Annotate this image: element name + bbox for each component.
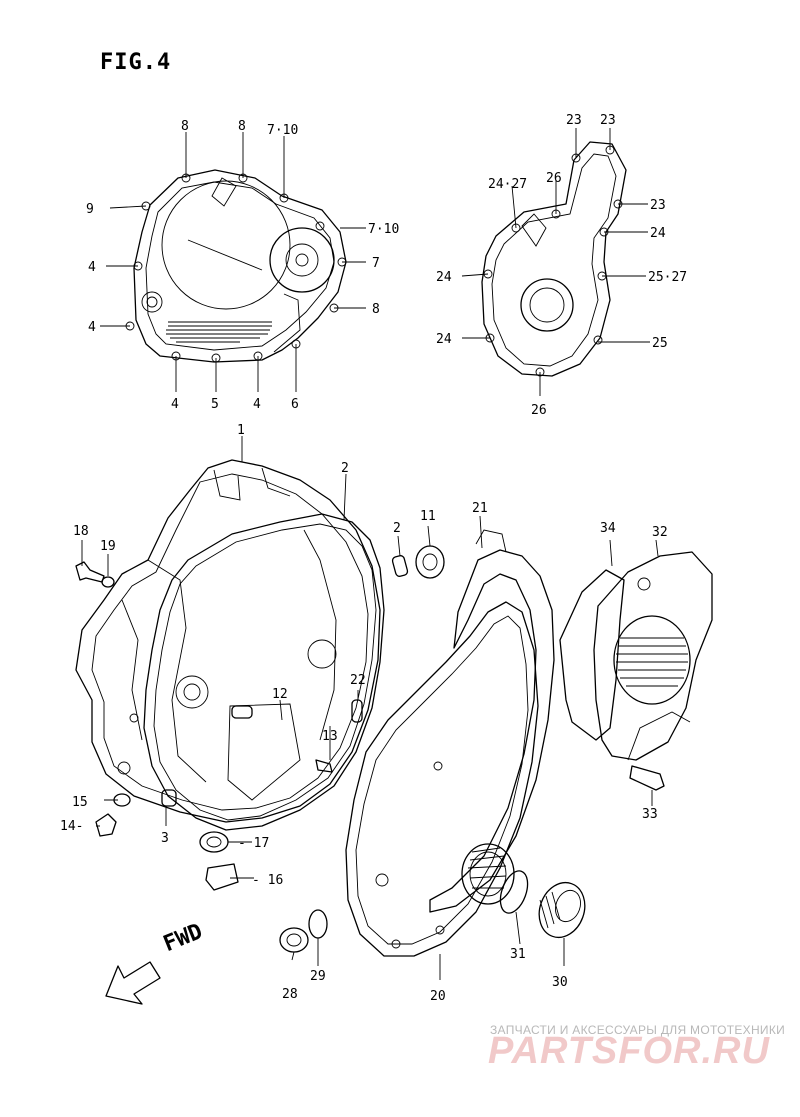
callout-labels: 8 8 7·10 9 7·10 4 7 8 4 4 5 4 6 23 23 24… — [60, 113, 687, 1004]
callout-9: 9 — [86, 202, 94, 217]
callout-2: 2 — [341, 461, 349, 476]
callout-5: 5 — [211, 397, 219, 412]
watermark-tagline: ЗАПЧАСТИ И АКСЕССУАРЫ ДЛЯ МОТОТЕХНИКИ — [490, 1023, 786, 1037]
callout-6: 6 — [291, 397, 299, 412]
callout-23: 23 — [566, 113, 582, 128]
callout-7-10: 7·10 — [368, 222, 399, 237]
callout-26: 26 — [531, 403, 547, 418]
callout-24: 24 — [650, 226, 666, 241]
callout-33: 33 — [642, 807, 658, 822]
callout-4: 4 — [88, 260, 96, 275]
plug-and-oring — [499, 870, 586, 939]
callout-31: 31 — [510, 947, 526, 962]
generator-cover-outline — [481, 141, 627, 377]
leader-lines — [81, 128, 659, 980]
callout-15: 15 — [72, 795, 88, 810]
callout-17: - 17 — [238, 836, 269, 851]
callout-21: 21 — [472, 501, 488, 516]
callout-34: 34 — [600, 521, 616, 536]
figure-title: FIG.4 — [100, 50, 172, 75]
clutch-cover-outline — [125, 169, 347, 363]
generator-gasket-outline — [429, 529, 555, 913]
callout-8: 8 — [181, 119, 189, 134]
forward-arrow — [105, 961, 161, 1005]
callout-29: 29 — [310, 969, 326, 984]
callout-13: 13 — [322, 729, 338, 744]
callout-20: 20 — [430, 989, 446, 1004]
callout-22: 22 — [350, 673, 366, 688]
callout-4: 4 — [253, 397, 261, 412]
small-fasteners — [75, 545, 665, 953]
callout-19: 19 — [100, 539, 116, 554]
callout-23: 23 — [600, 113, 616, 128]
clutch-cover-exploded — [75, 459, 381, 823]
callout-30: 30 — [552, 975, 568, 990]
callout-26: 26 — [546, 171, 562, 186]
callout-1: 1 — [237, 423, 245, 438]
gasket-outline — [143, 513, 385, 831]
callout-4: 4 — [171, 397, 179, 412]
callout-14: 14- — [60, 819, 83, 834]
callout-3: 3 — [161, 831, 169, 846]
sprocket-cover-outline — [559, 551, 713, 761]
callout-24-27: 24·27 — [488, 177, 527, 192]
callout-24: 24 — [436, 270, 452, 285]
callout-7: 7 — [372, 256, 380, 271]
callout-2: 2 — [393, 521, 401, 536]
callout-28: 28 — [282, 987, 298, 1002]
callout-23: 23 — [650, 198, 666, 213]
watermark-logo: PARTSFOR.RU — [488, 1030, 770, 1072]
callout-12: 12 — [272, 687, 288, 702]
callout-11: 11 — [420, 509, 436, 524]
generator-cover-exploded — [345, 601, 539, 957]
callout-16: - 16 — [252, 873, 283, 888]
callout-25-27: 25·27 — [648, 270, 687, 285]
callout-8: 8 — [372, 302, 380, 317]
callout-25: 25 — [652, 336, 668, 351]
callout-8: 8 — [238, 119, 246, 134]
callout-7-10: 7·10 — [267, 123, 298, 138]
callout-18: 18 — [73, 524, 89, 539]
callout-32: 32 — [652, 525, 668, 540]
callout-24: 24 — [436, 332, 452, 347]
callout-4: 4 — [88, 320, 96, 335]
